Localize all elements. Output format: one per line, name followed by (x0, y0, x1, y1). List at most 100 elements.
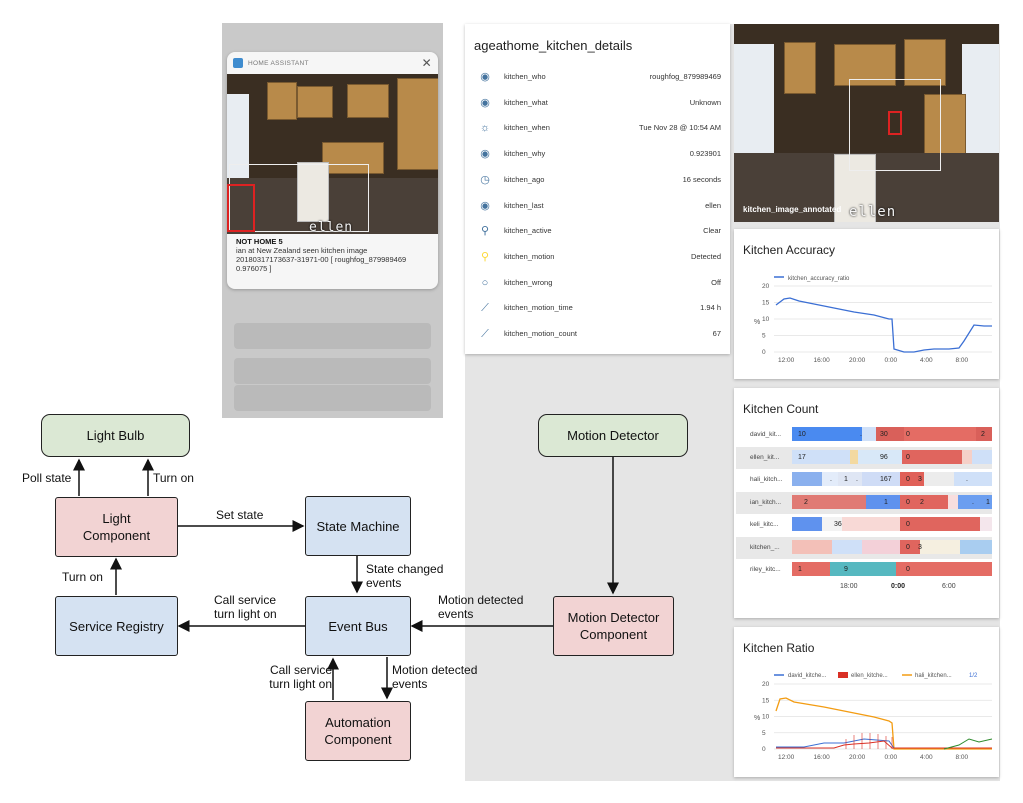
x-tick-label: 8:00 (956, 754, 969, 761)
detail-name: kitchen_ago (504, 174, 545, 184)
timeline-segment-label: 9 (844, 566, 848, 573)
notification-kitchen-image: ellen (227, 74, 438, 234)
timeline-segment[interactable] (960, 539, 992, 554)
motion-detector-component-node[interactable]: Motion Detector Component (553, 596, 674, 656)
timeline-segment[interactable] (850, 449, 858, 464)
timeline-segment[interactable] (954, 472, 992, 486)
timeline-segment[interactable] (900, 494, 948, 509)
edge-label-motion-detected: Motion detected events (392, 663, 478, 691)
timeline-segment[interactable] (792, 562, 830, 576)
timeline-segment[interactable] (904, 427, 976, 441)
timeline-segment[interactable] (900, 517, 980, 531)
event-bus-node[interactable]: Event Bus (305, 596, 411, 656)
notification-card[interactable]: HOME ASSISTANT ✕ ellen NOT HOME 5 ian at… (227, 52, 438, 289)
timeline-segment[interactable] (976, 427, 992, 441)
legend-label: david_kitche... (788, 673, 827, 679)
timeline-segment[interactable] (924, 472, 954, 486)
timeline-segment-label: 0 (906, 521, 910, 528)
legend-label: hali_kitchen... (915, 673, 952, 679)
x-tick-label: 16:00 (814, 357, 831, 364)
timeline-segment-label: 3 (918, 476, 922, 483)
detail-name: kitchen_active (504, 226, 552, 236)
timeline-segment[interactable] (862, 427, 876, 441)
timeline-segment[interactable] (866, 494, 900, 509)
timeline-segment[interactable] (958, 494, 992, 509)
timeline-segment[interactable] (792, 539, 832, 554)
notification-line: 20180317173637-31971-00 [ roughfog_87998… (236, 255, 407, 264)
timeline-segment[interactable] (858, 449, 902, 464)
timeline-segment[interactable] (822, 517, 842, 531)
timeline-segment[interactable] (900, 472, 924, 486)
timeline-segment[interactable] (896, 562, 992, 576)
timeline-segment[interactable] (876, 427, 904, 441)
timeline-segment[interactable] (792, 472, 822, 486)
y-tick-label: 5 (762, 730, 766, 737)
image-watermark: ellen (849, 204, 897, 220)
timer-icon: ◷ (480, 173, 490, 186)
timeline-segment-label: 0 (906, 476, 910, 483)
timeline-segment[interactable] (980, 517, 992, 531)
timeline-segment-label: 10 (798, 431, 806, 438)
notification-app-name: HOME ASSISTANT (248, 59, 309, 67)
timeline-segment[interactable] (842, 517, 900, 531)
circle-icon: ○ (481, 276, 489, 289)
timeline-segment[interactable] (792, 494, 866, 509)
timeline-segment[interactable] (972, 449, 992, 464)
timeline-segment[interactable] (792, 517, 822, 531)
timeline-row-label: ellen_kit... (750, 453, 780, 461)
timeline-segment[interactable] (862, 472, 900, 486)
state-machine-node[interactable]: State Machine (305, 496, 411, 556)
light-bulb-node[interactable]: Light Bulb (41, 414, 190, 457)
card-title: Kitchen Accuracy (743, 243, 836, 257)
detail-value: Off (711, 277, 721, 287)
timeline-segment[interactable] (902, 449, 962, 464)
timeline-segment[interactable] (862, 539, 900, 554)
timeline-segment[interactable] (792, 427, 862, 441)
detail-value: roughfog_879989469 (649, 72, 721, 81)
timeline-segment[interactable] (832, 539, 862, 554)
timeline-row-label: ian_kitch... (750, 498, 782, 506)
eye-icon: ◉ (480, 71, 490, 83)
detail-name: kitchen_who (504, 72, 546, 81)
timeline-segment[interactable] (962, 449, 972, 464)
timeline-segment[interactable] (838, 472, 862, 486)
timeline-segment[interactable] (792, 449, 850, 464)
timeline-segment[interactable] (830, 562, 896, 576)
timeline-segment[interactable] (900, 539, 920, 554)
y-tick-label: 0 (762, 349, 766, 356)
light-component-node[interactable]: Light Component (55, 497, 178, 557)
timeline-segment-label: 2 (981, 431, 985, 438)
close-icon[interactable]: ✕ (421, 56, 432, 70)
service-registry-node[interactable]: Service Registry (55, 596, 178, 656)
timeline-segment-label: 0 (906, 566, 910, 573)
automation-component-node[interactable]: Automation Component (305, 701, 411, 761)
kitchen-annotated-image[interactable]: ellen (734, 24, 999, 222)
x-tick-label: 18:00 (840, 583, 858, 590)
kitchen-ratio-card: Kitchen Ratio david_kitche... ellen_kitc… (734, 627, 999, 777)
detail-name: kitchen_motion_count (504, 329, 577, 338)
timeline-segment[interactable] (822, 472, 838, 486)
timeline-segment[interactable] (948, 494, 958, 509)
detail-row[interactable]: ◉ kitchen_who roughfog_879989469 (465, 64, 730, 90)
motion-detector-node[interactable]: Motion Detector (538, 414, 688, 457)
timeline-segment[interactable] (920, 539, 960, 554)
